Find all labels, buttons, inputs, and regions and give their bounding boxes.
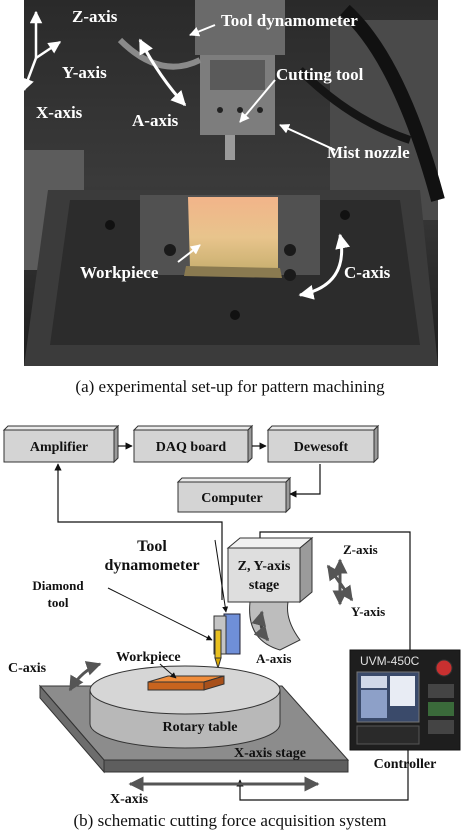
photo-z-axis-label: Z-axis (72, 7, 118, 26)
diamond-tool-label-line2: tool (48, 595, 69, 610)
photo-y-axis-label: Y-axis (62, 63, 107, 82)
dewesoft-box: Dewesoft (266, 424, 380, 464)
schematic-workpiece (147, 663, 225, 691)
photo-x-axis-label: X-axis (36, 103, 83, 122)
diamond-tool-label-line1: Diamond (32, 578, 84, 593)
stage-label-line2: stage (249, 578, 279, 593)
zy-axis-stage: Z, Y-axis stage (226, 536, 314, 651)
a-axis-label: A-axis (256, 651, 291, 666)
tool-dynamometer-label-line1: Tool (137, 538, 167, 555)
photo-a-axis-label: A-axis (132, 111, 179, 130)
photo-mist-nozzle-label: Mist nozzle (327, 143, 410, 162)
zy-axis-indicator: Z-axis Y-axis (326, 542, 385, 619)
photo-x-axis-arrow (22, 57, 38, 92)
daq-board-box: DAQ board (132, 424, 254, 464)
workpiece-label: Workpiece (116, 650, 181, 665)
c-axis-arrow (68, 661, 102, 692)
caption-b: (b) schematic cutting force acquisition … (74, 811, 387, 830)
stage-label-line1: Z, Y-axis (238, 559, 291, 574)
amplifier-box: Amplifier (2, 424, 120, 464)
tool-dynamometer-label-line2: dynamometer (104, 557, 199, 574)
y-axis-arrow (326, 564, 354, 602)
y-axis-label: Y-axis (351, 604, 385, 619)
computer-label: Computer (201, 491, 262, 506)
z-axis-label: Z-axis (343, 542, 378, 557)
x-axis-stage-label: X-axis stage (234, 746, 306, 761)
computer-box: Computer (176, 476, 292, 514)
controller: UVM-450C (349, 649, 461, 751)
controller-model-label: UVM-450C (360, 654, 420, 668)
photo-c-axis-arrow (298, 233, 350, 300)
photo-tool-dynamometer-label: Tool dynamometer (221, 11, 358, 30)
dewesoft-label: Dewesoft (294, 440, 349, 455)
photo-annotations: Z-axis Y-axis X-axis A-axis Tool dynamom… (22, 7, 410, 300)
tool-assembly (107, 539, 241, 670)
setup-photo (24, 0, 445, 366)
rotary-table-label: Rotary table (162, 720, 237, 735)
photo-cutting-tool-label: Cutting tool (276, 65, 364, 84)
photo-a-axis-arrow (138, 38, 187, 107)
amplifier-label: Amplifier (30, 440, 88, 455)
controller-label: Controller (374, 757, 437, 772)
photo-c-axis-label: C-axis (344, 263, 391, 282)
x-axis-label: X-axis (110, 792, 149, 807)
photo-workpiece-label: Workpiece (80, 263, 159, 282)
stage-a-axis-arrow (251, 610, 270, 642)
caption-a: (a) experimental set-up for pattern mach… (75, 377, 385, 396)
photo-y-axis-arrow (35, 40, 62, 60)
daq-board-label: DAQ board (156, 440, 227, 455)
c-axis-label: C-axis (8, 661, 47, 676)
